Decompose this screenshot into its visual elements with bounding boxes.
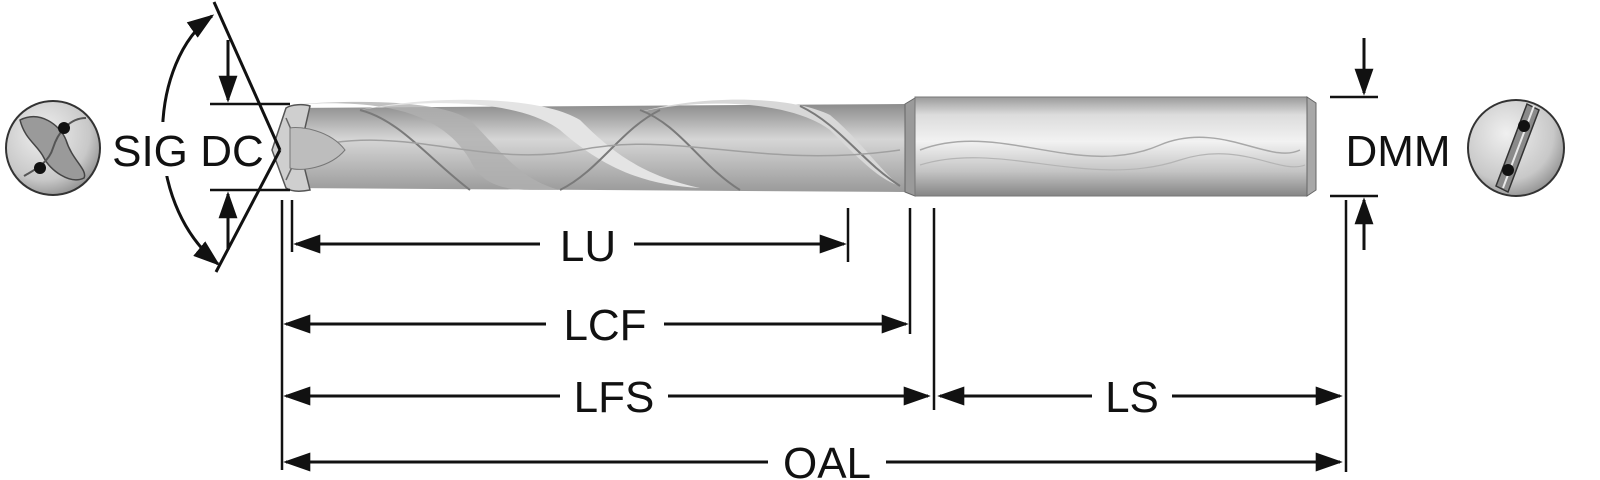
- drill-body: [271, 96, 1317, 197]
- drill-front-end-view-icon: [5, 100, 101, 196]
- dmm-label: DMM: [1345, 127, 1450, 176]
- sig-label: SIG: [112, 127, 188, 176]
- drill-rear-end-view-icon: [1467, 99, 1565, 197]
- lu-dimension: LU: [293, 222, 847, 271]
- extension-lines: [280, 200, 1348, 472]
- dc-label: DC: [200, 127, 264, 176]
- lu-label: LU: [560, 222, 616, 271]
- lfs-label: LFS: [574, 373, 655, 422]
- sig-dimension: SIG: [110, 1, 282, 273]
- oal-label: OAL: [783, 439, 871, 480]
- ls-label: LS: [1105, 373, 1159, 422]
- lcf-label: LCF: [563, 301, 646, 350]
- lcf-dimension: LCF: [283, 301, 909, 350]
- sig-label-bg: [110, 122, 190, 176]
- dmm-dimension: DMM: [1330, 38, 1451, 250]
- dc-dimension: DC: [200, 40, 290, 250]
- oal-dimension: OAL: [283, 439, 1343, 480]
- ls-dimension: LS: [937, 373, 1343, 422]
- lfs-dimension: LFS: [283, 373, 931, 422]
